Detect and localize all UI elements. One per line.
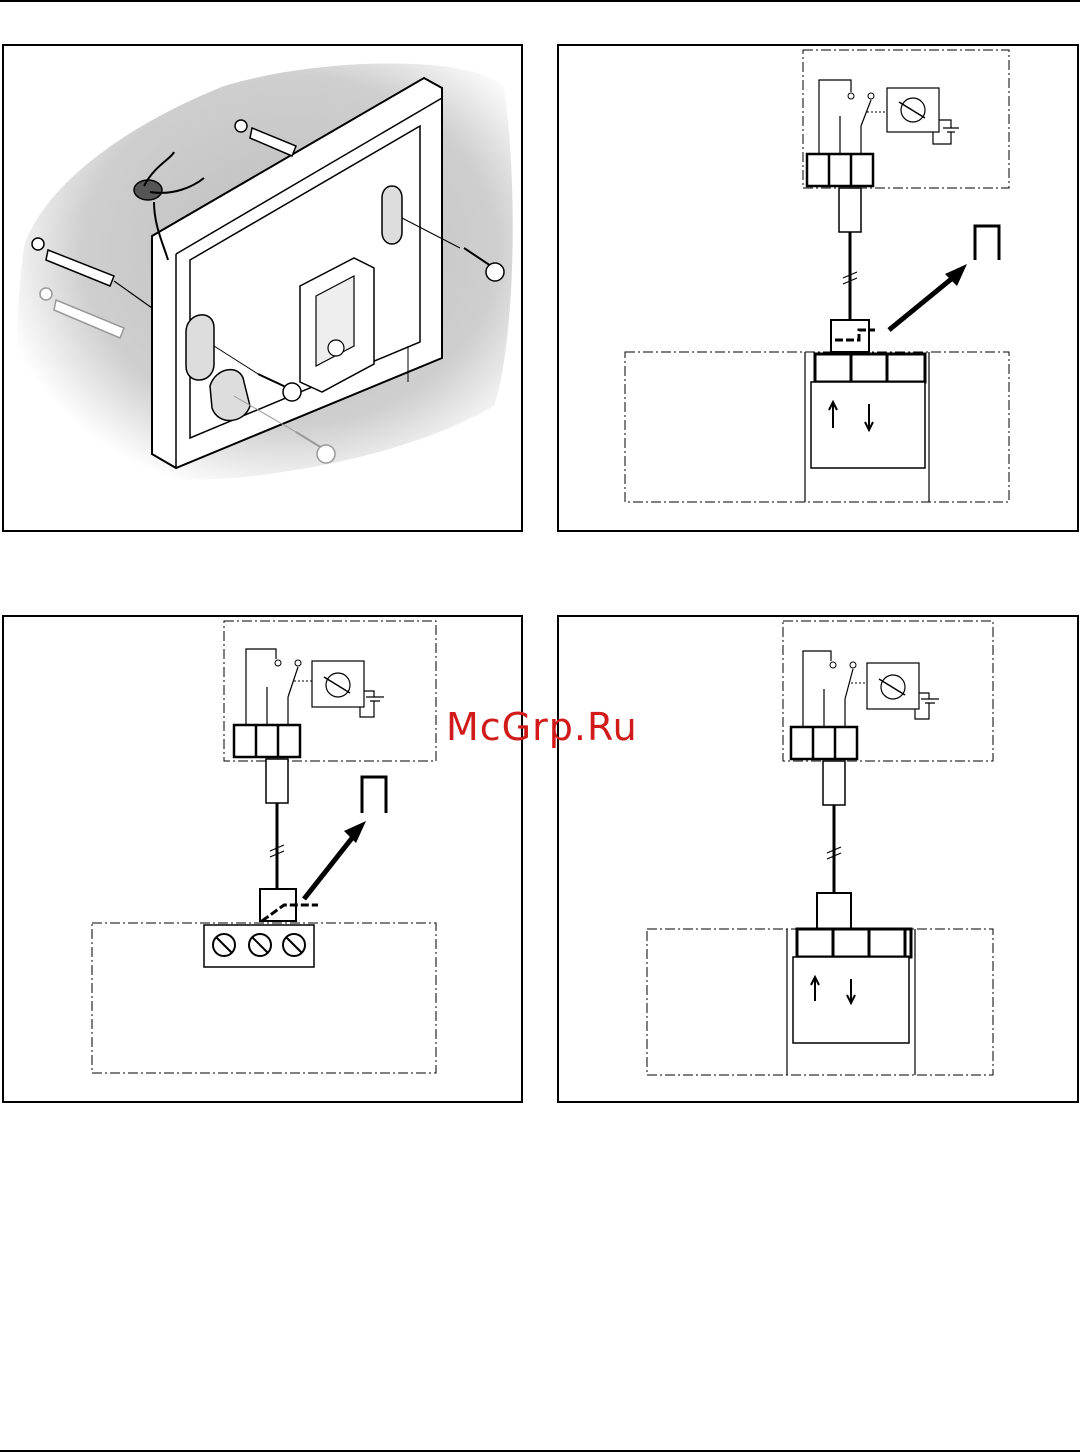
figure-mounting [2,44,523,532]
top-rule [0,0,1080,2]
figure-wiring-direct [557,615,1079,1103]
wiring-diagram-icon [4,617,521,1101]
wall-mounting-illustration-icon [4,46,521,530]
figure-wiring-plug-boiler [557,44,1079,532]
watermark-text: McGrp.Ru [446,705,638,749]
figure-wiring-screw-terminal [2,615,523,1103]
bottom-rule [0,1450,1080,1452]
wiring-diagram-icon [559,46,1077,530]
wiring-diagram-icon [559,617,1077,1101]
